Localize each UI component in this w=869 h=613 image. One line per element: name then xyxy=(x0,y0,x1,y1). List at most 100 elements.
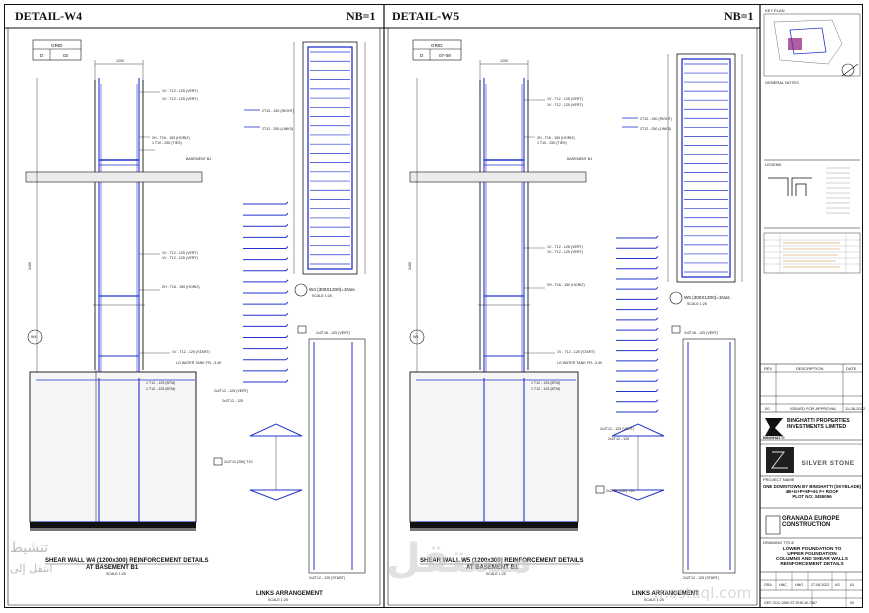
svg-text:1 T10 - 250 (TIES): 1 T10 - 250 (TIES) xyxy=(537,141,567,145)
detail-w4-drawing: GRID D 02 1200 BASEMENT B1 LG WATER TANK… xyxy=(25,39,366,602)
detail-w4-nb: NB=1 xyxy=(346,9,376,23)
link-bar xyxy=(243,335,289,338)
svg-text:1V - T12 - 125 (START): 1V - T12 - 125 (START) xyxy=(172,350,210,354)
detail-w5-drawing: GRID D 07-08 1200 BASEMENT B1 LG WATER T… xyxy=(408,39,743,602)
w4-links-scale: SCALE 1:25 xyxy=(268,598,288,602)
w5-caption-sub: AT BASEMENT B1 xyxy=(466,565,519,571)
svg-text:GEF-CDC-05W-ST-SHD-W-7567: GEF-CDC-05W-ST-SHD-W-7567 xyxy=(764,601,817,605)
link-bar xyxy=(616,337,659,341)
watermark-latin: mostaql.com xyxy=(654,584,752,602)
svg-text:2x2T16 - 125 (VERT): 2x2T16 - 125 (VERT) xyxy=(684,331,718,335)
svg-text:1200: 1200 xyxy=(116,59,124,63)
svg-text:2x2T12 - 125 (VERT): 2x2T12 - 125 (VERT) xyxy=(600,427,634,431)
w5-links-title: LINKS ARRANGEMENT xyxy=(632,591,699,597)
svg-text:3400: 3400 xyxy=(28,262,32,270)
w4-section-label: W4 (300X1200)=1Nos. xyxy=(309,287,356,292)
legend-label: LEGEND xyxy=(765,162,782,167)
svg-text:1V - T12 - 125 (VERT): 1V - T12 - 125 (VERT) xyxy=(547,245,583,249)
svg-text:2T10 - 150 (RIGHT): 2T10 - 150 (RIGHT) xyxy=(640,117,672,121)
contractor-name: GRANADA EUROPE CONSTRUCTION xyxy=(782,516,840,528)
rev-row-number: 00 xyxy=(765,406,770,411)
watermark-arabic: مستقل xyxy=(386,536,533,582)
link-bar xyxy=(616,399,659,403)
link-bar xyxy=(616,358,659,362)
w5-basement-label: BASEMENT B1 xyxy=(567,157,592,161)
w5-grid-label: GRID xyxy=(431,43,443,48)
svg-text:1V - T12 - 125 (VERT): 1V - T12 - 125 (VERT) xyxy=(162,251,198,255)
link-bar xyxy=(243,212,289,216)
svg-text:A1: A1 xyxy=(850,583,854,587)
link-bar xyxy=(616,286,659,290)
rev-header-description: DESCRIPTION xyxy=(796,366,824,371)
detail-w5-title: DETAIL-W5 xyxy=(392,9,460,23)
key-plan-label: KEY PLAN xyxy=(765,8,785,13)
svg-text:HNG: HNG xyxy=(795,583,803,587)
rev-row-description: ISSUED FOR APPROVAL xyxy=(790,406,837,411)
svg-text:2H - T16 - 150 (HORIZ): 2H - T16 - 150 (HORIZ) xyxy=(162,285,200,289)
w4-links-title: LINKS ARRANGEMENT xyxy=(256,591,323,597)
link-bar xyxy=(243,346,289,350)
rev-row-date: 11-08-2022 xyxy=(845,406,866,411)
watermark-left-top: تنشيط xyxy=(10,540,49,556)
drawing-title: LOWER FOUNDATION TO UPPER FOUNDATION COL… xyxy=(775,547,849,567)
svg-text:2x2T12 - 125: 2x2T12 - 125 xyxy=(608,437,629,441)
w4-caption: SHEAR WALL W4 (1200x300) REINFORCEMENT D… xyxy=(45,558,208,564)
general-notes-label: GENERAL NOTES xyxy=(765,80,799,85)
svg-text:2T10 - 150 (RIGHT): 2T10 - 150 (RIGHT) xyxy=(262,109,294,113)
svg-text:1V - T12 - 125 (VERT): 1V - T12 - 125 (VERT) xyxy=(162,89,198,93)
svg-text:1V - T12 - 125 (VERT): 1V - T12 - 125 (VERT) xyxy=(547,97,583,101)
link-bar xyxy=(616,276,659,280)
svg-text:1 T12 - 125 (BTM): 1 T12 - 125 (BTM) xyxy=(146,381,175,385)
link-bar xyxy=(616,327,659,331)
link-bar xyxy=(243,246,289,249)
svg-text:2x2T12 - 125 (START): 2x2T12 - 125 (START) xyxy=(683,576,719,580)
w4-caption-sub: AT BASEMENT B1 xyxy=(86,565,139,571)
svg-text:AS: AS xyxy=(835,583,840,587)
link-bar xyxy=(616,378,659,382)
svg-text:1 T12 - 125 (BTM): 1 T12 - 125 (BTM) xyxy=(146,387,175,391)
svg-text:1V - T12 - 125 (VERT): 1V - T12 - 125 (VERT) xyxy=(162,256,198,260)
link-bar xyxy=(243,324,289,327)
link-bar xyxy=(616,409,659,413)
w5-section-scale: SCALE 1:25 xyxy=(687,302,707,306)
svg-text:HNC: HNC xyxy=(779,583,787,587)
link-bar xyxy=(243,290,289,294)
svg-text:1 T10 - 250 (TIES): 1 T10 - 250 (TIES) xyxy=(152,141,182,145)
drawing-sheet-border xyxy=(4,4,863,608)
link-bar xyxy=(243,223,289,227)
svg-text:1V - T12 - 125 (VERT): 1V - T12 - 125 (VERT) xyxy=(547,103,583,107)
svg-text:2H - T16 - 150 (HORIZ): 2H - T16 - 150 (HORIZ) xyxy=(537,136,575,140)
link-bar xyxy=(616,245,659,249)
svg-text:2x2T12 - 125 (VERT): 2x2T12 - 125 (VERT) xyxy=(214,389,248,393)
link-bar xyxy=(616,368,659,372)
rev-header-rev: REV xyxy=(764,366,773,371)
w4-section-scale: SCALE 1:25 xyxy=(312,294,332,298)
detail-w5-nb: NB=1 xyxy=(724,9,754,23)
svg-text:W4: W4 xyxy=(31,335,36,339)
svg-text:2x2T16 - 125 (VERT): 2x2T16 - 125 (VERT) xyxy=(316,331,350,335)
svg-text:1 T12 - 125 (BTM): 1 T12 - 125 (BTM) xyxy=(531,381,560,385)
link-bar xyxy=(243,312,289,316)
svg-text:27-08-2022: 27-08-2022 xyxy=(811,583,829,587)
svg-text:1 T12 - 125 (BTM): 1 T12 - 125 (BTM) xyxy=(531,387,560,391)
link-bar xyxy=(243,257,289,261)
w5-grid-row: D xyxy=(420,53,424,58)
link-bar xyxy=(616,389,659,393)
svg-text:2T12 - 250 (LINKS): 2T12 - 250 (LINKS) xyxy=(640,127,671,131)
link-bar xyxy=(616,317,659,321)
svg-text:1V - T12 - 125 (VERT): 1V - T12 - 125 (VERT) xyxy=(162,97,198,101)
svg-text:1V - T12 - 125 (START): 1V - T12 - 125 (START) xyxy=(557,350,595,354)
link-bar xyxy=(243,279,289,283)
svg-text:GRA: GRA xyxy=(764,583,772,587)
svg-text:2T12 - 250 (LINKS): 2T12 - 250 (LINKS) xyxy=(262,127,293,131)
svg-text:1200: 1200 xyxy=(500,59,508,63)
svg-text:2x2T12 - 125 (START): 2x2T12 - 125 (START) xyxy=(309,576,345,580)
w5-grid-col: 07-08 xyxy=(439,53,451,58)
w5-section-label: W5 (300X1200)=1Nos. xyxy=(684,295,731,300)
svg-text:2x2T10 (250) T10: 2x2T10 (250) T10 xyxy=(606,489,635,493)
client-logo: BINGHATTI xyxy=(763,435,785,440)
svg-text:2x2T10 (250) T10: 2x2T10 (250) T10 xyxy=(224,460,253,464)
link-bar xyxy=(243,301,289,305)
w5-water-tank-label: LG WATER TANK FFL -3.40 xyxy=(557,361,602,365)
